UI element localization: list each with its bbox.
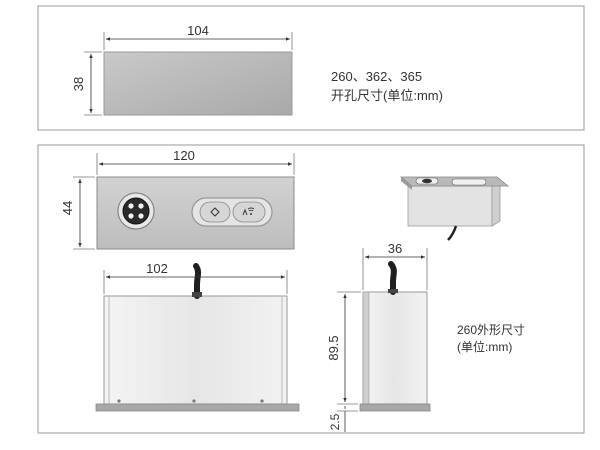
cutout-shape [103, 51, 293, 116]
power-cable [193, 263, 202, 299]
flange-dimension: 2.5 [328, 406, 358, 432]
network-icon [242, 207, 255, 216]
faceplate-width-label: 120 [173, 148, 195, 163]
body-width-dimension: 102 [103, 261, 288, 294]
side-width-label: 36 [388, 241, 402, 256]
outline-note-line1: 260外形尺寸 [457, 323, 525, 337]
data-module [191, 197, 273, 227]
flange-label: 2.5 [328, 413, 342, 430]
models-text: 260、362、365 [331, 69, 422, 84]
product-3d-view [399, 176, 510, 241]
cutout-width-dimension: 104 [103, 23, 293, 50]
diamond-icon [210, 207, 220, 217]
body-front-view [95, 263, 300, 412]
cutout-width-label: 104 [187, 23, 209, 38]
side-height-label: 89.5 [326, 335, 341, 360]
power-cable-side [388, 261, 397, 295]
cutout-note-text: 开孔尺寸(单位:mm) [331, 88, 443, 103]
body-side-view [359, 261, 431, 412]
body-width-label: 102 [146, 261, 168, 276]
faceplate-front-view [96, 176, 295, 250]
cutout-height-label: 38 [71, 77, 86, 91]
faceplate-height-dimension: 44 [60, 176, 95, 250]
side-height-dimension: 89.5 [326, 291, 361, 405]
cutout-height-dimension: 38 [71, 51, 102, 116]
faceplate-height-label: 44 [60, 201, 75, 215]
power-socket-icon [117, 192, 155, 230]
faceplate-width-dimension: 120 [96, 148, 295, 175]
side-width-dimension: 36 [362, 241, 428, 290]
outline-note-line2: (单位:mm) [457, 339, 512, 354]
